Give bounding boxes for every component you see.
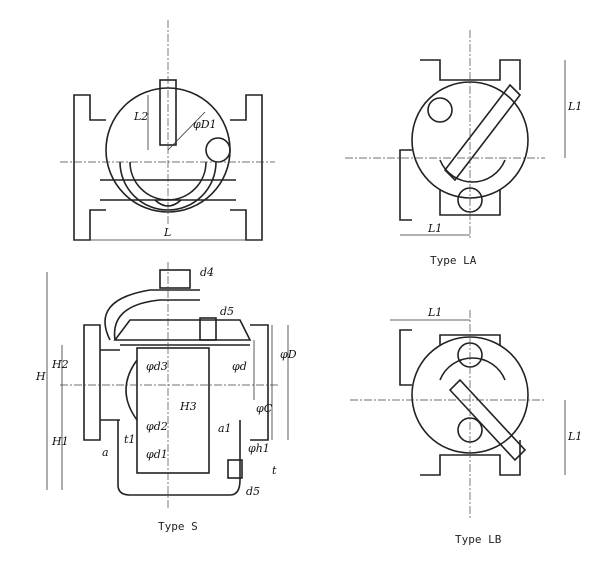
dim-phid2: φd2 (146, 420, 168, 433)
dim-phid: φd (232, 360, 247, 373)
dim-lb-L1-vertical: L1 (567, 430, 582, 443)
dim-phih1: φh1 (248, 442, 270, 455)
dim-H: H (35, 370, 46, 383)
dim-L: L (163, 226, 171, 239)
top-view: L L2 φD1 (60, 20, 275, 241)
dim-d5-top: d5 (220, 305, 234, 318)
dim-a1: a1 (218, 422, 232, 435)
dim-L2: L2 (133, 110, 148, 123)
dim-la-L1-horizontal: L1 (427, 222, 442, 235)
dim-t: t (272, 464, 277, 477)
dim-a: a (102, 446, 109, 459)
dim-phiC: φC (256, 402, 273, 415)
dim-d5-bottom: d5 (246, 485, 260, 498)
dim-phid3: φd3 (146, 360, 168, 373)
dim-H3: H3 (179, 400, 197, 413)
dim-phiD: φD (280, 348, 297, 361)
type-lb-view: L1 L1 (350, 306, 582, 520)
dim-lb-L1-horizontal: L1 (427, 306, 442, 319)
caption-type-s: Type S (158, 520, 198, 533)
type-la-view: L1 L1 (345, 30, 582, 240)
type-s-section-view: H H2 H1 H3 d4 d5 d5 φd3 φd2 φd1 φd φC φD… (35, 262, 297, 510)
dim-t1: t1 (124, 433, 135, 446)
dim-la-L1-vertical: L1 (567, 100, 582, 113)
dim-d4: d4 (200, 266, 214, 279)
dim-H1: H1 (51, 435, 69, 448)
caption-type-la: Type LA (430, 254, 477, 267)
dim-phid1: φd1 (146, 448, 168, 461)
dim-H2: H2 (51, 358, 69, 371)
caption-type-lb: Type LB (455, 533, 502, 546)
dim-phiD1: φD1 (193, 118, 217, 131)
